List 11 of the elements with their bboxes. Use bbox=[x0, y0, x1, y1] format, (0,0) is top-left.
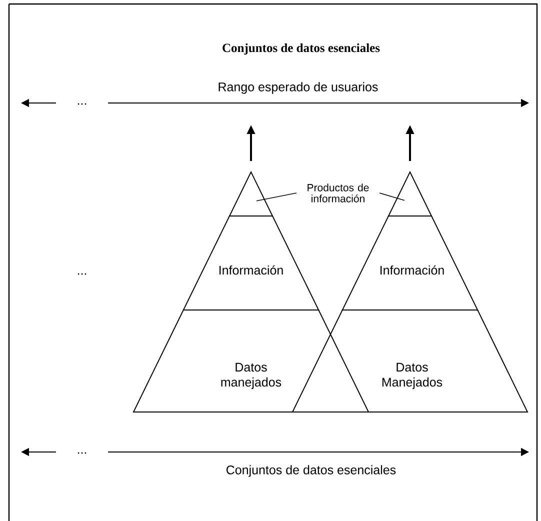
pyramid-band: Información bbox=[342, 216, 478, 310]
axis-label: Rango esperado de usuarios bbox=[218, 82, 378, 94]
title: Conjuntos de datos esenciales bbox=[222, 43, 380, 55]
ellipsis: ... bbox=[78, 103, 86, 105]
callout-label: Productos de información bbox=[308, 184, 369, 202]
pyramid-band: Información bbox=[182, 216, 320, 310]
ellipsis: ... bbox=[78, 452, 86, 454]
leader-line bbox=[256, 192, 297, 202]
leader-line bbox=[379, 192, 405, 201]
ellipsis: ... bbox=[78, 273, 86, 275]
axis-label: Conjuntos de datos esenciales bbox=[226, 465, 396, 477]
